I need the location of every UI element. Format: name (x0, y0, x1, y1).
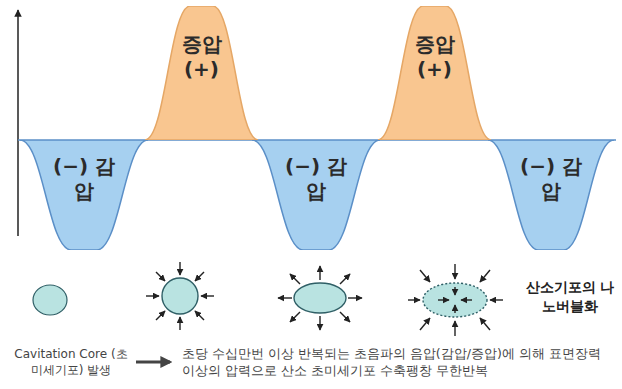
pressure-label: (−) 감압 (284, 154, 348, 204)
pressure-drop-lobe: (−) 감압 (252, 140, 380, 250)
pressure-label: (−) 감압 (519, 154, 583, 204)
pressure-rise-lobe: 증압 (+) (378, 6, 491, 140)
expanded-bubble (278, 266, 362, 330)
pressure-drop-lobe: (−) 감압 (488, 140, 614, 250)
pressure-rise-lobe: 증압 (+) (145, 6, 258, 140)
flow-arrow (136, 361, 170, 364)
cavitation-core (33, 285, 67, 315)
result-label: 산소기포의 나노버블화 (522, 278, 618, 316)
pressure-label: 증압 (+) (170, 32, 234, 82)
compressed-bubble (146, 262, 214, 330)
pressure-label: (−) 감압 (52, 154, 116, 204)
nano-bubble (408, 264, 503, 336)
y-axis (17, 10, 19, 236)
pressure-drop-lobe: (−) 감압 (20, 140, 148, 250)
core-label: Cavitation Core (초미세기포) 발생 (10, 346, 132, 378)
pressure-label: 증압 (+) (403, 32, 467, 82)
process-note: 초당 수십만번 이상 반복되는 초음파의 음압(감압/증압)에 의해 표면장력 … (182, 346, 614, 380)
